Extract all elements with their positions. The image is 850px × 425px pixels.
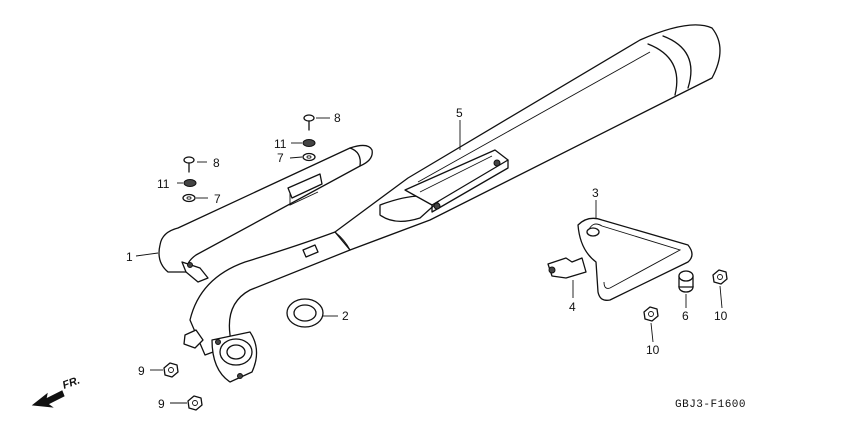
washer-left — [182, 193, 196, 203]
callout-exhaust-pipe: 1 — [126, 250, 133, 264]
front-direction-label: FR. — [61, 374, 82, 391]
nut-stay-right — [712, 269, 728, 285]
bolt-left — [183, 156, 195, 173]
leader-lines — [135, 117, 723, 404]
callout-grommet-right: 11 — [274, 137, 287, 151]
callout-nut-stay-lower: 10 — [646, 343, 660, 357]
callout-gasket: 2 — [342, 309, 349, 323]
clamp — [547, 257, 587, 279]
callout-washer-right: 7 — [277, 151, 284, 165]
collar — [678, 270, 694, 293]
callout-nut-joint-lower: 9 — [158, 397, 165, 411]
grommet-left — [183, 179, 197, 187]
callout-muffler: 5 — [456, 106, 463, 120]
muffler-stay — [577, 217, 693, 301]
callout-muffler-stay: 3 — [592, 186, 599, 200]
callout-clamp: 4 — [569, 300, 576, 314]
exhaust-pipe — [158, 144, 373, 383]
callout-collar: 6 — [682, 309, 689, 323]
callout-labels: 1 2 3 4 5 6 7 7 8 8 9 9 10 10 11 11 — [126, 106, 728, 411]
gasket — [286, 298, 324, 328]
washer-right — [302, 152, 316, 162]
muffler — [334, 24, 721, 251]
callout-nut-stay-right: 10 — [714, 309, 728, 323]
grommet-right — [302, 139, 316, 147]
drawing-code: GBJ3-F1600 — [675, 399, 746, 411]
callout-bolt-right: 8 — [334, 111, 341, 125]
callout-washer-left: 7 — [214, 192, 221, 206]
bolt-right — [303, 114, 315, 131]
callout-nut-joint-upper: 9 — [138, 364, 145, 378]
nut-stay-lower — [643, 306, 659, 322]
front-direction-indicator: FR. — [31, 374, 82, 408]
callout-bolt-left: 8 — [213, 156, 220, 170]
front-arrow-icon — [31, 390, 65, 408]
callout-grommet-left: 11 — [157, 177, 170, 191]
nut-joint-upper — [163, 362, 179, 378]
nut-joint-lower — [187, 395, 203, 411]
